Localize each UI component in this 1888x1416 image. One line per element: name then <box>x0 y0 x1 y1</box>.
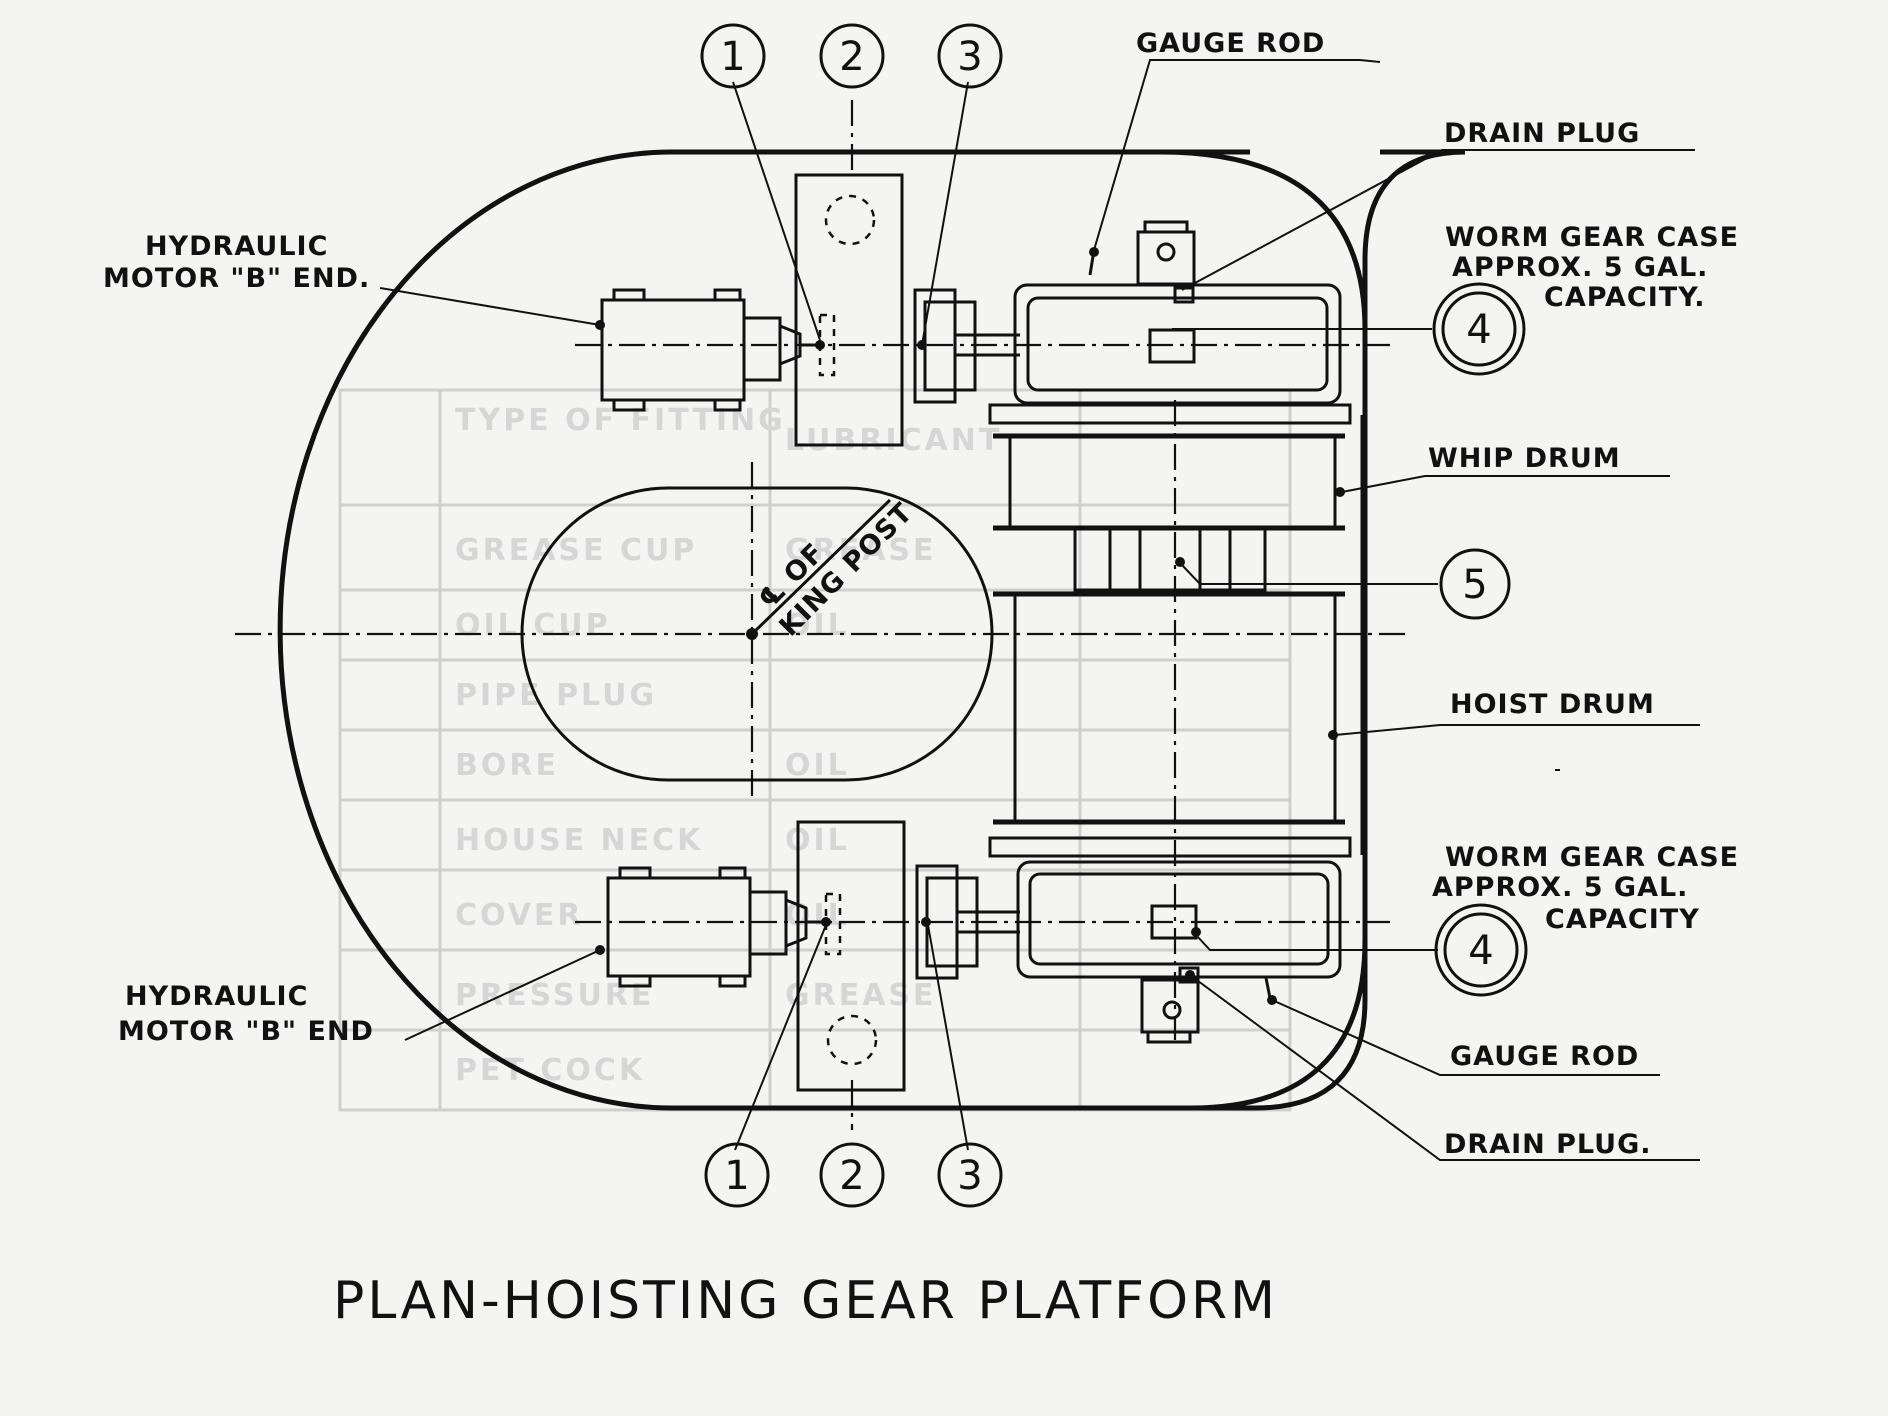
svg-text:3: 3 <box>957 1153 982 1199</box>
lower-coupling-item-1 <box>806 892 842 956</box>
hyd-motor-bottom-label-2: MOTOR "B" END <box>118 1016 374 1047</box>
upper-hydraulic-motor <box>600 288 802 412</box>
upper-worm-gear-case <box>1013 220 1342 405</box>
drum-spacer-item-5 <box>1073 526 1267 592</box>
balloon-top-2: 2 <box>819 23 885 89</box>
svg-text:2: 2 <box>839 34 864 80</box>
upper-coupling-item-1 <box>800 313 836 377</box>
lower-hydraulic-motor <box>606 866 808 988</box>
worm-case-bottom-label-1: WORM GEAR CASE <box>1445 842 1739 873</box>
lower-bearing-plate <box>796 820 906 1092</box>
ghost-cell-7-0: PRESSURE <box>455 978 654 1013</box>
platform-outline <box>277 149 1466 1111</box>
hoist-drum-label: HOIST DRUM <box>1450 689 1655 720</box>
svg-text:3: 3 <box>957 34 982 80</box>
whip-drum <box>988 403 1352 531</box>
ghost-cell-4-0: BORE <box>455 748 559 783</box>
drain-plug-top-label: DRAIN PLUG <box>1444 118 1640 149</box>
bleed-through-table: TYPE OF FITTING LUBRICANT GREASE CUP GRE… <box>338 388 1292 1112</box>
upper-bearing-plate <box>794 173 904 447</box>
hyd-motor-top-label-1: HYDRAULIC <box>145 231 328 262</box>
whip-drum-label: WHIP DRUM <box>1428 443 1621 474</box>
ghost-cell-0-0: TYPE OF FITTING <box>455 403 786 438</box>
ghost-cell-2-0: OIL CUP <box>455 608 611 643</box>
gauge-rod-top-label: GAUGE ROD <box>1136 28 1325 59</box>
balloon-worm-bottom-4: 4 <box>1434 903 1528 997</box>
king-post-leader <box>750 498 892 636</box>
gauge-rod-bottom-label: GAUGE ROD <box>1450 1041 1639 1072</box>
ghost-cell-4-1: OIL <box>785 748 850 783</box>
svg-text:4: 4 <box>1466 307 1491 353</box>
worm-case-top-label-3: CAPACITY. <box>1544 282 1706 313</box>
drain-plug-bottom-label: DRAIN PLUG. <box>1444 1129 1652 1160</box>
balloon-bottom-1: 1 <box>704 1142 770 1208</box>
svg-text:5: 5 <box>1462 562 1487 608</box>
ghost-cell-5-0: HOUSE NECK <box>455 823 703 858</box>
ghost-cell-7-1: GREASE <box>785 978 937 1013</box>
worm-case-top-label-2: APPROX. 5 GAL. <box>1452 252 1708 283</box>
worm-case-top-label-1: WORM GEAR CASE <box>1445 222 1739 253</box>
ghost-cell-0-1: LUBRICANT <box>785 423 1002 458</box>
svg-text:4: 4 <box>1468 928 1493 974</box>
svg-text:2: 2 <box>839 1153 864 1199</box>
hyd-motor-bottom-label-1: HYDRAULIC <box>125 981 308 1012</box>
ghost-cell-2-1: OIL <box>785 608 850 643</box>
worm-case-bottom-label-3: CAPACITY <box>1545 904 1700 935</box>
leader-lines <box>379 59 1700 1161</box>
drawing-title: PLAN-HOISTING GEAR PLATFORM <box>333 1271 1278 1331</box>
lower-worm-gear-case <box>1016 860 1342 1044</box>
lower-worm-coupling-item-3 <box>915 864 1020 980</box>
worm-case-bottom-label-2: APPROX. 5 GAL. <box>1432 872 1688 903</box>
ghost-cell-1-1: GREASE <box>785 533 937 568</box>
upper-worm-coupling-item-3 <box>913 288 1020 404</box>
hoist-drum <box>988 591 1352 858</box>
balloon-worm-top-4: 4 <box>1432 282 1526 376</box>
ghost-cell-5-1: OIL <box>785 823 850 858</box>
balloon-bottom-2: 2 <box>819 1142 885 1208</box>
svg-text:1: 1 <box>720 34 745 80</box>
svg-text:1: 1 <box>724 1153 749 1199</box>
ghost-cell-3-0: PIPE PLUG <box>455 678 657 713</box>
balloon-top-3: 3 <box>937 23 1003 89</box>
hyd-motor-top-label-2: MOTOR "B" END. <box>103 263 370 294</box>
balloon-bottom-3: 3 <box>937 1142 1003 1208</box>
ghost-cell-1-0: GREASE CUP <box>455 533 697 568</box>
balloon-top-1: 1 <box>700 23 766 89</box>
balloon-drum-5: 5 <box>1439 548 1511 620</box>
ghost-cell-6-0: COVER <box>455 898 584 933</box>
